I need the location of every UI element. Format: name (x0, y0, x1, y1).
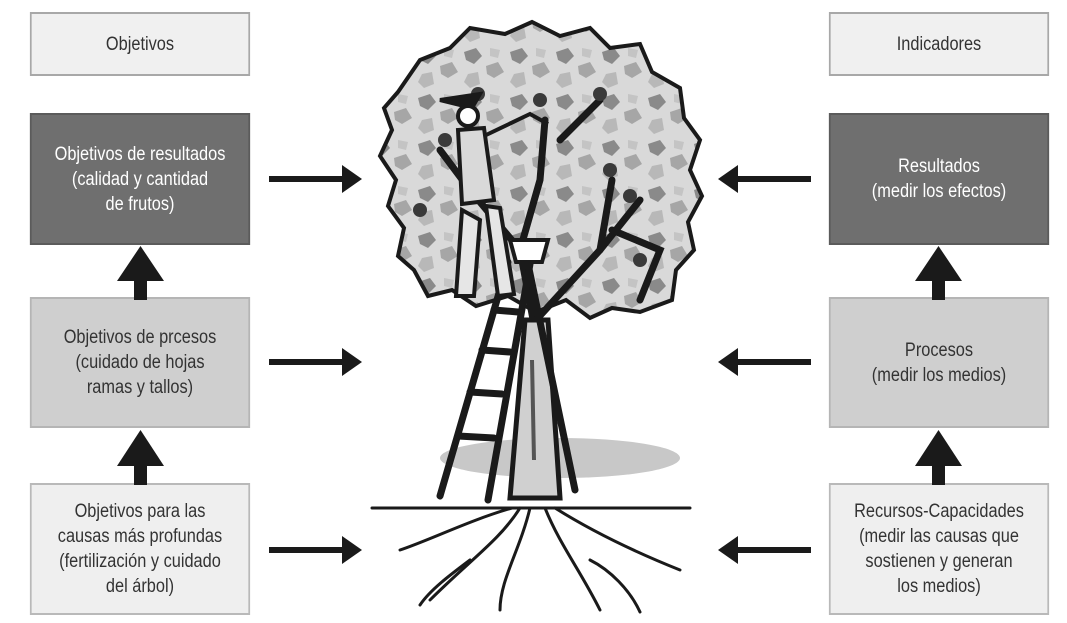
farmer-figure (439, 91, 549, 299)
right-arrow-resultados (269, 165, 362, 193)
left-arrow-recursos (718, 536, 811, 564)
objetivos-causas-box: Objetivos para las causas más profundas … (29, 483, 251, 615)
objetivos-procesos-box: Objetivos de prcesos (cuidado de hojas r… (29, 297, 251, 428)
right-arrow-causas (269, 536, 362, 564)
up-arrow-right-lower (915, 430, 962, 485)
indicadores-header: Indicadores (828, 12, 1050, 76)
up-arrow-left-upper (117, 246, 164, 300)
tree-roots (370, 506, 692, 614)
left-arrow-resultados (718, 165, 811, 193)
indicadores-resultados-box: Resultados (medir los efectos) (828, 113, 1050, 245)
left-arrow-procesos (718, 348, 811, 376)
ladder (436, 258, 579, 504)
indicadores-procesos-box: Procesos (medir los medios) (828, 297, 1050, 428)
objetivos-resultados-box: Objetivos de resultados (calidad y canti… (29, 113, 251, 245)
objetivos-header: Objetivos (29, 12, 251, 76)
right-arrow-procesos (269, 348, 362, 376)
fruit-basket (507, 238, 551, 264)
up-arrow-left-lower (117, 430, 164, 485)
indicadores-recursos-box: Recursos-Capacidades (medir las causas q… (828, 483, 1050, 615)
tree-illustration (370, 19, 705, 614)
up-arrow-right-upper (915, 246, 962, 300)
